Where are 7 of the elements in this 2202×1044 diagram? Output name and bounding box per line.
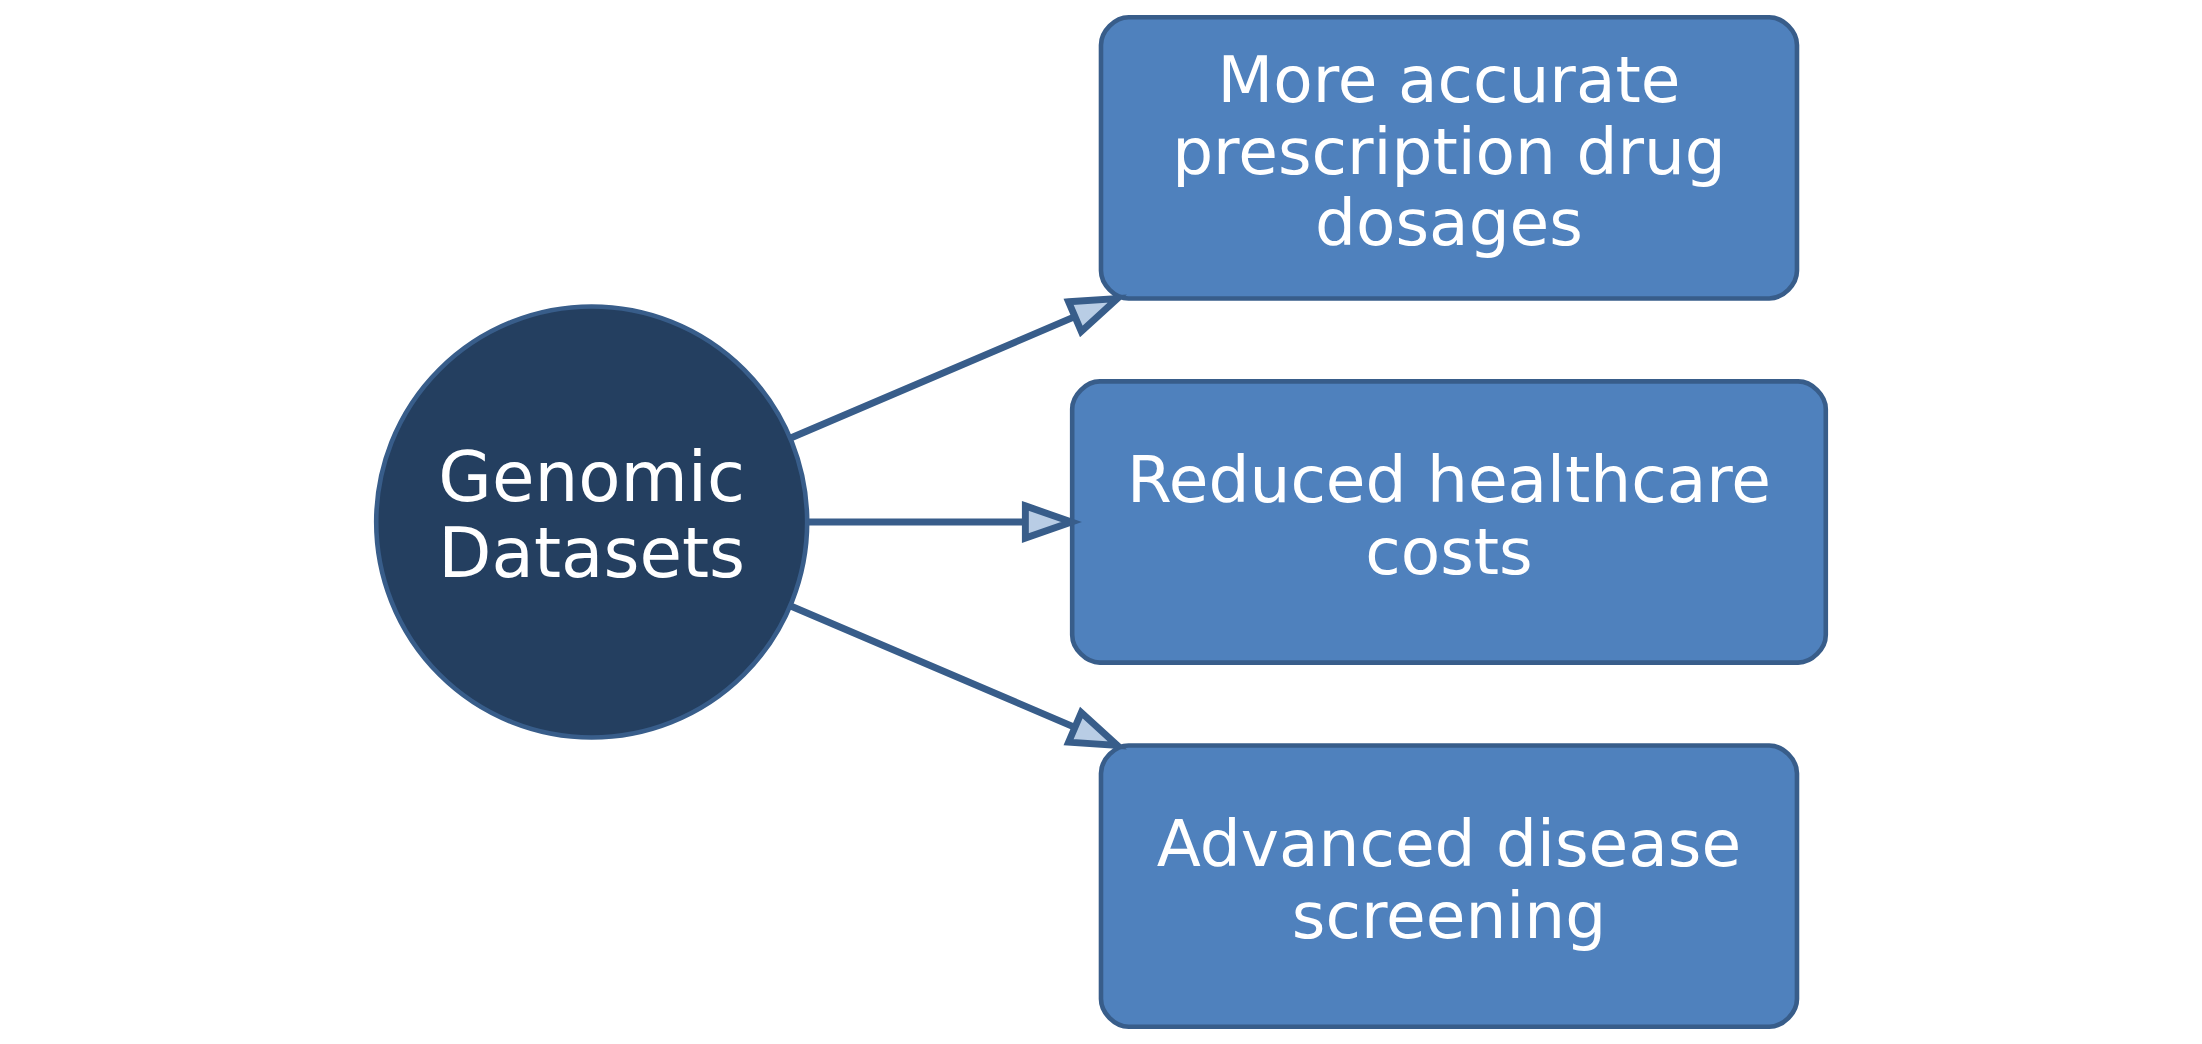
node-box: Advanced disease screening (1098, 743, 1800, 1029)
node-box: Reduced healthcare costs (1069, 379, 1829, 665)
arrow (789, 602, 1127, 750)
arrow (789, 294, 1127, 442)
arrow (808, 501, 1082, 543)
node-box: More accurate prescription drug dosages (1098, 15, 1800, 301)
node-circle: Genomic Datasets (373, 304, 810, 740)
